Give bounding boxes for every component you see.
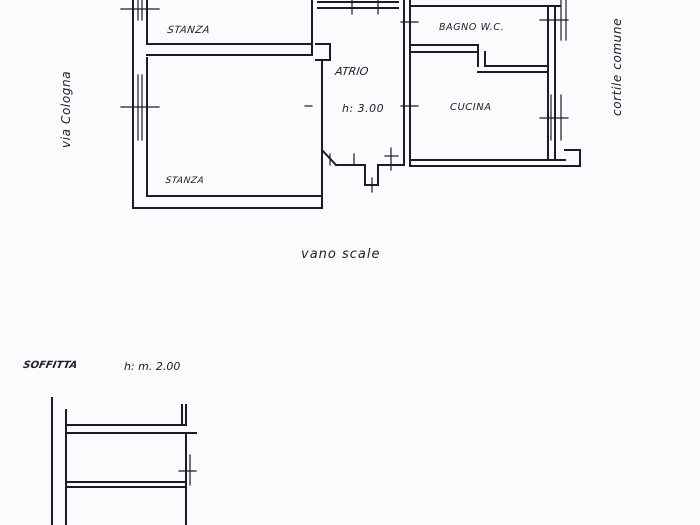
door-marks xyxy=(304,0,419,193)
room-label-bagno: BAGNO W.C. xyxy=(439,22,505,33)
right-windows xyxy=(539,0,569,141)
left-exterior-wall xyxy=(132,0,323,209)
right-walls xyxy=(409,5,581,167)
top-wall xyxy=(317,1,561,9)
room-label-atrio: ATRIO xyxy=(334,65,370,78)
left-windows xyxy=(120,0,160,141)
street-label: via Cologna xyxy=(59,70,73,148)
bagno-cucina-partition xyxy=(409,44,549,73)
partition-stanze xyxy=(146,43,313,56)
courtyard-label: cortile comune xyxy=(610,17,624,116)
room-label-stanza-top: STANZA xyxy=(166,25,211,36)
atrio-height-label: h: 3.00 xyxy=(342,102,385,115)
soffitta-title: SOFFITTA xyxy=(22,360,79,371)
stairwell-label: vano scale xyxy=(301,247,381,262)
room-label-stanza-bottom: STANZA xyxy=(164,176,205,186)
soffitta-window xyxy=(178,454,197,486)
soffitta-height-label: h: m. 2.00 xyxy=(124,360,181,373)
soffitta-plan xyxy=(51,397,197,525)
room-label-cucina: CUCINA xyxy=(450,102,492,113)
